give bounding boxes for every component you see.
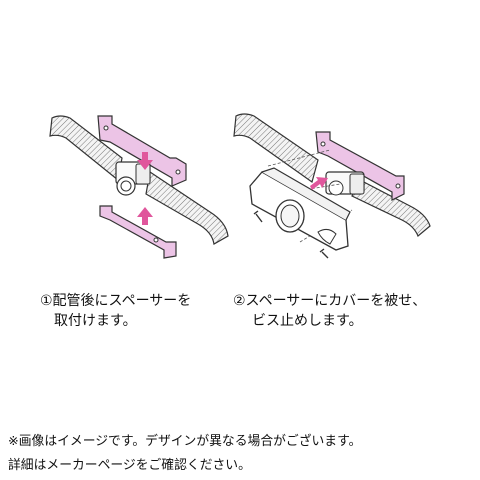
fitting-icon xyxy=(325,171,365,196)
spacer-plate-icon xyxy=(97,115,187,187)
spacer-plate-icon xyxy=(315,131,405,201)
pipe-icon xyxy=(233,113,319,183)
arrow-icon xyxy=(137,207,153,225)
cover-icon xyxy=(249,167,351,251)
step1-caption-line1: ①配管後にスペーサーを xyxy=(40,293,192,309)
step2-caption: ②スペーサーにカバーを被せ、 ビス止めします。 xyxy=(233,291,426,331)
step1-caption: ①配管後にスペーサーを 取付けます。 xyxy=(40,291,191,331)
pipe-icon xyxy=(145,170,229,245)
step2-caption-line1: ②スペーサーにカバーを被せ、 xyxy=(233,293,427,309)
installation-diagram xyxy=(49,113,431,259)
fitting-icon xyxy=(115,161,151,196)
details-note: 詳細はメーカーページをご確認ください。 xyxy=(8,458,251,473)
step2-caption-line2: ビス止めします。 xyxy=(252,313,363,329)
spacer-plate-icon xyxy=(99,205,177,259)
step1-illustration xyxy=(49,115,229,259)
screw-icon xyxy=(153,237,159,243)
screw-icon xyxy=(395,183,401,189)
screw-icon xyxy=(103,125,109,131)
screw-icon xyxy=(320,141,326,147)
step2-illustration xyxy=(233,113,431,259)
arrow-icon xyxy=(310,177,328,190)
step1-caption-line2: 取付けます。 xyxy=(54,313,137,329)
screw-icon xyxy=(175,169,181,175)
screw-icon xyxy=(319,248,329,259)
disclaimer-note: ※画像はイメージです。デザインが異なる場合がございます。 xyxy=(8,434,362,449)
pipe-icon xyxy=(351,179,431,237)
screw-icon xyxy=(253,210,263,223)
arrow-icon xyxy=(137,152,153,170)
